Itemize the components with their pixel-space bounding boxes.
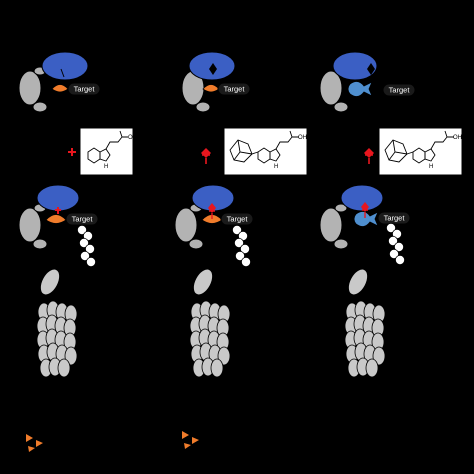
svg-text:H: H <box>274 164 278 170</box>
target-label: Target <box>384 214 406 223</box>
ligand-col3: OH H <box>364 127 463 176</box>
e3-complex-col2: Target <box>181 51 251 113</box>
degraded-fragments-col1 <box>26 434 43 452</box>
target-label: Target <box>224 85 246 94</box>
svg-text:H: H <box>104 164 108 170</box>
e3-complex-col3: Target <box>319 51 416 113</box>
ubiquitin-chain <box>77 224 96 268</box>
proteasome-col1 <box>35 265 78 378</box>
target-label: Target <box>389 86 411 95</box>
svg-text:OH: OH <box>298 135 307 141</box>
degraded-fragments-col2 <box>182 431 199 449</box>
ternary-complex-col1: Target <box>18 184 99 268</box>
target-label: Target <box>227 215 249 224</box>
e3-complex-col1: Target <box>18 51 101 113</box>
ligand-col2: OH H <box>201 127 308 176</box>
proteasome-col3 <box>343 265 386 378</box>
target-label: Target <box>74 85 96 94</box>
ternary-complex-col2: Target <box>174 184 254 268</box>
ligand-col1: OH H <box>68 127 137 176</box>
ubiquitin-chain <box>231 224 252 268</box>
ubiquitin-chain <box>385 222 406 266</box>
svg-text:H: H <box>429 164 433 170</box>
svg-text:OH: OH <box>453 135 462 141</box>
svg-text:OH: OH <box>128 135 137 141</box>
ternary-complex-col3: Target <box>319 184 411 266</box>
proteasome-col2 <box>188 265 231 378</box>
target-label: Target <box>72 215 94 224</box>
